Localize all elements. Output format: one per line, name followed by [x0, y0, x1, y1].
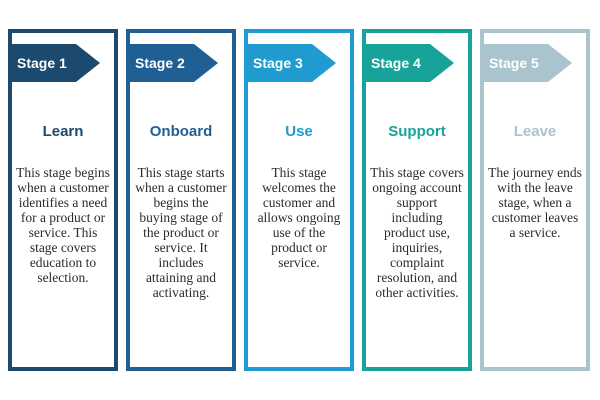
- stage-tab: Stage 4: [362, 44, 454, 82]
- stage-tab: Stage 2: [126, 44, 218, 82]
- stage-title: Leave: [513, 123, 557, 140]
- stage-title: Learn: [42, 123, 84, 140]
- stage-tab: Stage 3: [244, 44, 336, 82]
- stage-description: This stage begins when a customer identi…: [16, 165, 110, 285]
- arrow-right-icon: [126, 44, 218, 82]
- stage-tab-label: Stage 4: [371, 55, 421, 71]
- stage-description: This stage covers ongoing account suppor…: [370, 165, 464, 300]
- stage-tab: Stage 5: [480, 44, 572, 82]
- stage-title: Use: [285, 123, 313, 140]
- stage-card-use: Stage 3 Use This stage welcomes the cust…: [244, 29, 354, 371]
- stage-description: This stage starts when a customer begins…: [135, 165, 227, 300]
- stage-tab-label: Stage 5: [489, 55, 539, 71]
- stage-card-support: Stage 4 Support This stage covers ongoin…: [362, 29, 472, 371]
- stage-tab-label: Stage 2: [135, 55, 185, 71]
- stage-card-onboard: Stage 2 Onboard This stage starts when a…: [126, 29, 236, 371]
- stage-title: Onboard: [149, 123, 213, 140]
- stage-tab-label: Stage 1: [17, 55, 67, 71]
- stage-tab-label: Stage 3: [253, 55, 303, 71]
- arrow-right-icon: [362, 44, 454, 82]
- stage-title: Support: [388, 123, 446, 140]
- arrow-right-icon: [8, 44, 100, 82]
- arrow-right-icon: [480, 44, 572, 82]
- stage-description: The journey ends with the leave stage, w…: [488, 165, 582, 240]
- stage-tab: Stage 1: [8, 44, 100, 82]
- stage-card-leave: Stage 5 Leave The journey ends with the …: [480, 29, 590, 371]
- arrow-right-icon: [244, 44, 336, 82]
- stage-description: This stage welcomes the customer and all…: [257, 165, 341, 270]
- stage-card-learn: Stage 1 Learn This stage begins when a c…: [8, 29, 118, 371]
